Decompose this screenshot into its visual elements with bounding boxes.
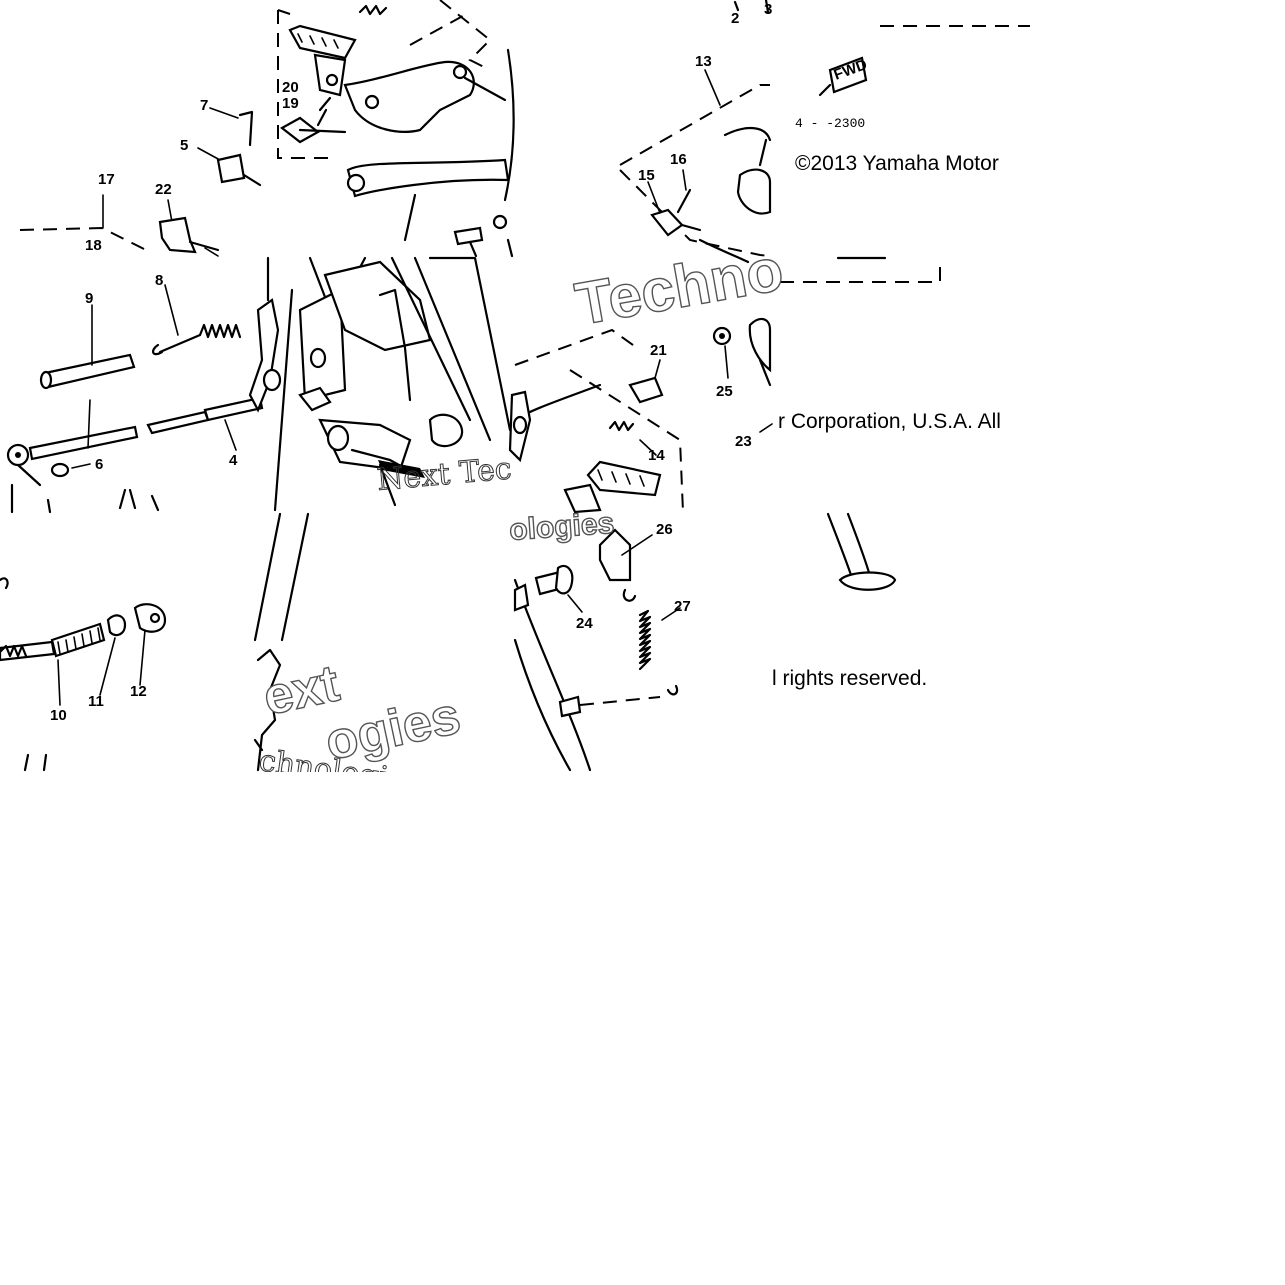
copyright-line-3: l rights reserved. xyxy=(772,667,927,690)
callout-number: 13 xyxy=(695,53,712,70)
callout-number: 25 xyxy=(716,383,733,400)
copyright-notice: ©2013 Yamaha Motor r Corporation, U.S.A.… xyxy=(772,152,1001,690)
side-stand xyxy=(826,512,897,591)
callout-number: 12 xyxy=(130,683,147,700)
callout-number: 6 xyxy=(95,456,103,473)
callout-number: 15 xyxy=(638,167,655,184)
blank-area xyxy=(1030,0,1285,770)
left-lower-parts xyxy=(0,577,167,772)
callout-number: 2 xyxy=(731,10,739,27)
side-stand-parts xyxy=(513,528,681,772)
frame-lower xyxy=(253,512,310,772)
callout-number: 4 xyxy=(229,452,238,469)
callout-number: 14 xyxy=(648,447,665,464)
right-footpeg-assembly xyxy=(508,328,684,514)
callout-number: 23 xyxy=(735,433,752,450)
left-mid-parts xyxy=(6,284,282,514)
callout-number: 24 xyxy=(576,615,593,632)
callout-number: 18 xyxy=(85,237,102,254)
part-code-text: 4 - -2300 xyxy=(795,116,865,131)
callout-number: 22 xyxy=(155,181,172,198)
top-right-edge xyxy=(733,0,1030,283)
callout-number: 16 xyxy=(670,151,687,168)
callout-number: 26 xyxy=(656,521,673,538)
callout-number: 8 xyxy=(155,272,163,289)
copyright-line-1: ©2013 Yamaha Motor xyxy=(795,152,999,175)
callout-number: 5 xyxy=(180,137,188,154)
frame-center xyxy=(266,256,512,512)
brake-pedal-assembly xyxy=(277,0,515,258)
callout-number: 17 xyxy=(98,171,115,188)
callout-number: 7 xyxy=(200,97,208,114)
right-footrest-assembly xyxy=(619,69,772,264)
callout-numbers: 2 3 4 5 6 7 8 9 10 11 12 13 14 15 16 17 … xyxy=(50,1,772,724)
left-upper-parts xyxy=(19,107,262,257)
callout-number: 21 xyxy=(650,342,667,359)
copyright-line-2: r Corporation, U.S.A. All xyxy=(778,410,1001,433)
callout-number: 27 xyxy=(674,598,691,615)
callout-number: 10 xyxy=(50,707,67,724)
callout-number: 3 xyxy=(764,1,772,18)
right-mid-parts xyxy=(712,317,773,433)
blank-area xyxy=(0,772,1285,1285)
watermark-text-3: ologies xyxy=(508,507,615,547)
callout-number: 11 xyxy=(88,693,104,710)
callout-number: 19 xyxy=(282,95,299,112)
callout-number: 9 xyxy=(85,290,93,307)
callout-number: 20 xyxy=(282,79,299,96)
